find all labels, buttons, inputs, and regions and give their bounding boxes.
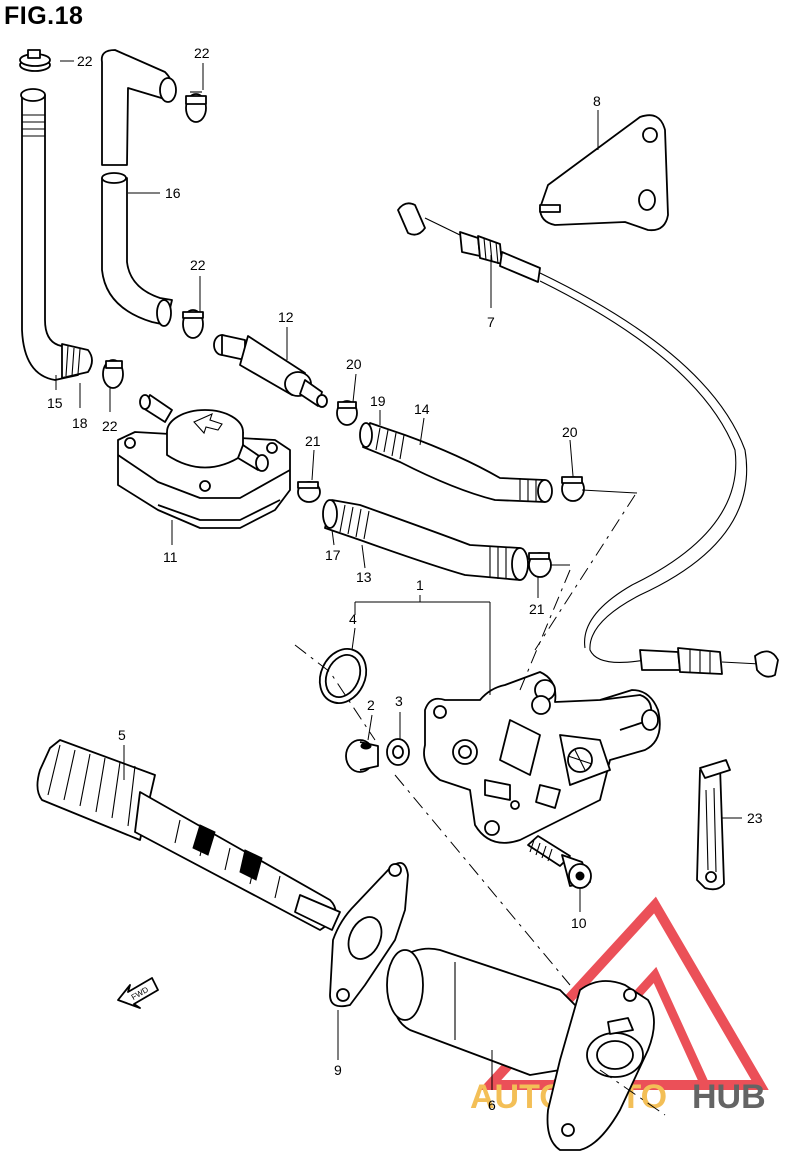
- label-20-upper: 20: [346, 356, 362, 372]
- label-3: 3: [395, 693, 403, 709]
- label-4: 4: [349, 611, 357, 627]
- fuel-filter-12: [213, 334, 328, 408]
- oring-4: [318, 648, 368, 704]
- bracket-8: [539, 114, 669, 232]
- label-5: 5: [118, 727, 126, 743]
- carburetor-1: [423, 671, 661, 844]
- label-1: 1: [416, 577, 424, 593]
- label-22-top-left: 22: [77, 53, 93, 69]
- callout-labels: 22 22 8 16 22 7 12 20 19 14 15 18 22 20 …: [47, 45, 763, 1113]
- label-19: 19: [370, 393, 386, 409]
- label-22-lower: 22: [102, 418, 118, 434]
- bolt-10: [527, 835, 592, 889]
- hose-15: [20, 88, 93, 381]
- shaft-5: [36, 739, 341, 931]
- label-9: 9: [334, 1062, 342, 1078]
- hose-14: [359, 422, 553, 503]
- fuel-pump-11: [117, 394, 291, 529]
- label-18: 18: [72, 415, 88, 431]
- label-21-lower: 21: [529, 601, 545, 617]
- clip-23: [696, 759, 731, 891]
- clamp-22-lower: [102, 359, 124, 389]
- clamp-22-top-left: [19, 49, 51, 72]
- hose-16: [100, 49, 177, 327]
- plug-2: [345, 739, 379, 773]
- label-7: 7: [487, 314, 495, 330]
- clamp-21-lower: [528, 552, 552, 578]
- leader-lines: [55, 60, 742, 1090]
- clamp-21-upper: [297, 481, 321, 503]
- clamp-22-middle: [182, 309, 204, 339]
- label-14: 14: [414, 401, 430, 417]
- clamp-20-lower: [561, 476, 585, 502]
- label-22-middle: 22: [190, 257, 206, 273]
- label-20-lower: 20: [562, 424, 578, 440]
- fwd-arrow: FWD: [117, 977, 159, 1009]
- label-23: 23: [747, 810, 763, 826]
- watermark-text-hub: HUB: [692, 1078, 766, 1116]
- clamp-20-upper: [336, 400, 358, 426]
- label-16: 16: [165, 185, 181, 201]
- label-12: 12: [278, 309, 294, 325]
- label-22-top: 22: [194, 45, 210, 61]
- washer-3: [386, 738, 410, 766]
- label-11: 11: [163, 549, 178, 565]
- hose-13: [322, 499, 529, 581]
- label-6: 6: [488, 1097, 496, 1113]
- label-8: 8: [593, 93, 601, 109]
- manifold-6: [386, 947, 655, 1151]
- label-15: 15: [47, 395, 63, 411]
- figure-title: FIG.18: [4, 2, 84, 30]
- label-2: 2: [367, 697, 375, 713]
- label-17: 17: [325, 547, 341, 563]
- label-13: 13: [356, 569, 372, 585]
- gasket-9: [329, 862, 409, 1008]
- label-10: 10: [571, 915, 587, 931]
- cable-7: [397, 202, 779, 678]
- label-21-upper: 21: [305, 433, 321, 449]
- clamp-22-top: [185, 91, 207, 123]
- assembly-lines: [294, 494, 666, 1116]
